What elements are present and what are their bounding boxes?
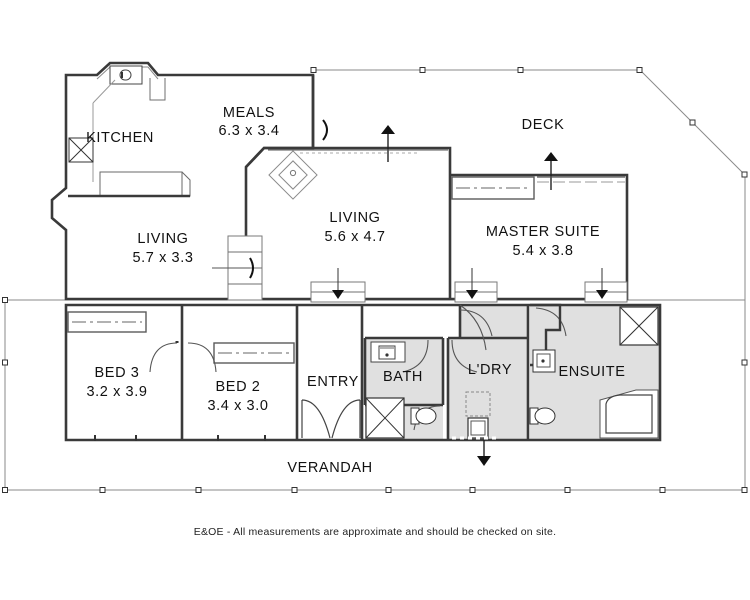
kitchen-area xyxy=(68,65,191,198)
door-ensuite xyxy=(535,307,567,337)
door-ldry-hall xyxy=(459,309,493,337)
label-bed-2-dim: 3.4 x 3.0 xyxy=(207,398,268,414)
ensuite-corner-bath xyxy=(599,389,659,439)
label-living-main: LIVING xyxy=(329,210,380,226)
door-bath xyxy=(402,339,429,373)
laundry-hall-fill xyxy=(460,305,528,338)
bath-toilet xyxy=(410,407,437,425)
label-master-suite: MASTER SUITE xyxy=(486,224,600,240)
robes-and-windows xyxy=(67,149,625,364)
bath-tub xyxy=(365,397,405,439)
label-meals: MEALS xyxy=(223,105,275,121)
label-verandah: VERANDAH xyxy=(287,460,372,476)
label-ensuite: ENSUITE xyxy=(558,364,625,380)
step-living-main xyxy=(310,268,366,303)
arrow-verandah xyxy=(477,440,491,466)
ensuite-basin xyxy=(532,349,556,373)
footer-disclaimer: E&OE - All measurements are approximate … xyxy=(194,526,556,538)
label-meals-dim: 6.3 x 3.4 xyxy=(218,123,279,139)
label-bed-3-dim: 3.2 x 3.9 xyxy=(86,384,147,400)
label-laundry: L'DRY xyxy=(468,362,512,378)
opening-markers xyxy=(322,119,558,466)
label-entry: ENTRY xyxy=(307,374,359,390)
step-master-right xyxy=(584,268,628,303)
steps-group xyxy=(212,235,628,303)
living-main-walls xyxy=(245,75,452,301)
post-markers xyxy=(2,67,748,493)
arrow-meals xyxy=(381,125,395,162)
ensuite-fixtures xyxy=(529,303,659,439)
robe-master xyxy=(451,176,535,200)
ldry-appliance xyxy=(465,391,491,417)
window-living-top xyxy=(268,149,448,154)
label-living-front-dim: 5.7 x 3.3 xyxy=(132,250,193,266)
master-suite-walls xyxy=(450,173,629,301)
robe-bed2 xyxy=(213,342,295,364)
door-hall-master xyxy=(459,304,487,351)
ensuite-shower xyxy=(619,306,659,346)
wall-ticks xyxy=(94,72,266,441)
bath-fixtures xyxy=(365,341,437,439)
door-bed3 xyxy=(149,342,178,373)
label-living-front: LIVING xyxy=(137,231,188,247)
window-master-top xyxy=(537,176,625,183)
label-kitchen: KITCHEN xyxy=(86,130,154,146)
label-living-main-dim: 5.6 x 4.7 xyxy=(324,229,385,245)
entry-doors xyxy=(301,399,361,439)
label-bed-2: BED 2 xyxy=(216,379,261,395)
door-meals-right xyxy=(322,119,328,141)
label-deck: DECK xyxy=(522,117,565,133)
bath-vanity xyxy=(370,341,406,363)
kitchen-bench xyxy=(99,171,183,197)
door-ldry xyxy=(451,339,478,373)
stair-front xyxy=(212,235,263,301)
room-labels: KITCHEN MEALS 6.3 x 3.4 LIVING 5.7 x 3.3… xyxy=(86,105,625,476)
robe-bed3 xyxy=(67,311,147,333)
fireplace xyxy=(268,150,318,200)
laundry-fixtures xyxy=(465,391,491,439)
door-swings xyxy=(149,304,567,431)
ensuite-toilet xyxy=(529,407,556,425)
door-bed2 xyxy=(187,342,217,373)
step-master-left xyxy=(454,268,498,303)
label-master-suite-dim: 5.4 x 3.8 xyxy=(512,243,573,259)
label-bath: BATH xyxy=(383,369,423,385)
lower-envelope xyxy=(64,303,662,442)
label-bed-3: BED 3 xyxy=(95,365,140,381)
arrow-master-deck xyxy=(544,152,558,190)
